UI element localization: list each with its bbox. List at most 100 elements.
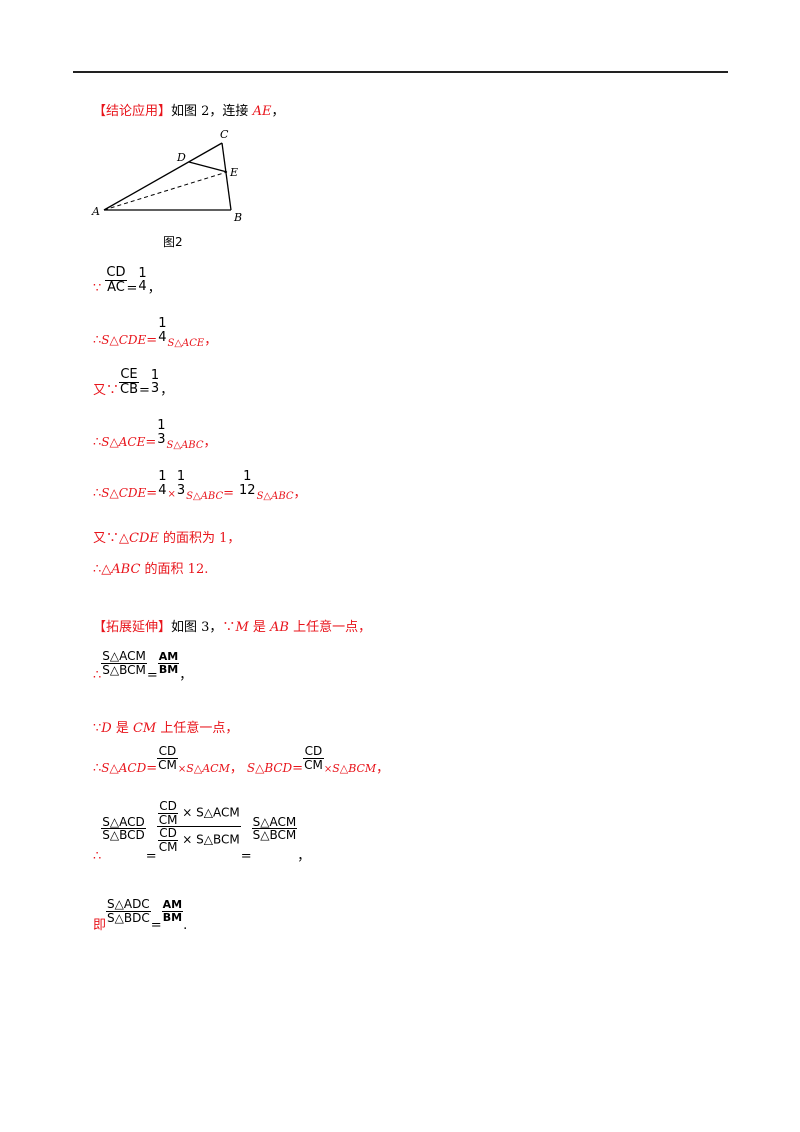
- step-6: 又∵△CDE 的面积为 1，: [93, 527, 240, 546]
- step-4-eq: =: [145, 435, 157, 451]
- step-2-prefix: ∴: [93, 333, 102, 349]
- ext-step-3-prefix: ∴: [93, 760, 102, 776]
- figure-2-triangle: A B C D E: [91, 128, 242, 224]
- step-5-tail: ，: [293, 486, 307, 502]
- ext-step-2-var-cm: CM: [132, 721, 157, 736]
- step-2-lhs: S△CDE: [101, 333, 147, 348]
- label-d: D: [176, 151, 186, 164]
- step-6-prefix: 又∵△: [93, 531, 129, 546]
- ext-step-4-tail: ，: [297, 849, 311, 865]
- section1-head: 【结论应用】: [93, 104, 172, 119]
- label-b: B: [233, 211, 242, 224]
- label-c: C: [220, 128, 229, 141]
- ext-step-3-eq2: =: [292, 760, 304, 776]
- section2-var-m: M: [235, 620, 249, 635]
- section1-heading: 【结论应用】如图 2，连接 AE，: [93, 100, 284, 119]
- ext-step-3-lhs2: S△BCD: [246, 760, 293, 775]
- section2-intro: 如图 3，: [171, 620, 223, 635]
- step-4-rhs: S△ABC: [166, 440, 204, 452]
- ext-step-3-times2: ×: [323, 763, 333, 775]
- segment-ac: [103, 142, 223, 211]
- ext-step-2-var-d: D: [101, 721, 112, 736]
- segment-ae-dashed: [103, 171, 228, 211]
- segment-cb: [221, 142, 232, 211]
- step-5-eq: =: [146, 486, 158, 502]
- step-7-prefix: ∴△: [93, 562, 112, 577]
- step-5-rhs: S△ABC: [256, 491, 294, 503]
- step-5-times: ×: [167, 489, 176, 501]
- section2-mid: 是: [248, 620, 271, 635]
- ext-step-4-btimes2: ×: [182, 832, 193, 847]
- ext-step-4-bnum-s: S△ACM: [196, 805, 240, 820]
- step-6-var: CDE: [129, 531, 159, 546]
- ext-step-5-prefix: 即: [93, 917, 107, 933]
- label-e: E: [229, 166, 238, 179]
- label-a: A: [91, 205, 100, 218]
- step-1-eq: =: [126, 280, 138, 296]
- section2-heading: 【拓展延伸】如图 3，∵M 是 AB 上任意一点，: [93, 616, 371, 635]
- step-2-rhs: S△ACE: [167, 338, 205, 350]
- step-2-tail: ，: [204, 333, 218, 349]
- step-7: ∴△ABC 的面积 12.: [93, 558, 208, 577]
- ext-step-4-bden-s: S△BCM: [196, 832, 240, 847]
- ext-step-3-eq1: =: [146, 760, 158, 776]
- step-6-text: 的面积为 1，: [158, 531, 241, 546]
- section2-tail: 上任意一点，: [288, 620, 372, 635]
- ext-step-5-tail: .: [183, 917, 188, 933]
- step-7-var: ABC: [111, 562, 141, 577]
- section2-head: 【拓展延伸】: [93, 620, 172, 635]
- step-2-eq: =: [146, 333, 158, 349]
- ext-step-1-prefix: ∴: [93, 667, 102, 683]
- ext-step-4-prefix: ∴: [93, 849, 102, 865]
- section2-var-ab: AB: [270, 620, 289, 635]
- ext-step-3-rhs2: S△BCM: [332, 761, 377, 775]
- step-1-prefix: ∵: [93, 280, 102, 296]
- step-3-tail: ，: [160, 382, 174, 398]
- ext-step-2-prefix: ∵: [93, 721, 102, 736]
- step-5-prefix: ∴: [93, 486, 102, 502]
- header-rule: [73, 71, 728, 73]
- ext-step-4-eq: =: [145, 849, 157, 865]
- step-5-lhs: S△CDE: [101, 486, 147, 501]
- step-7-text: 的面积 12.: [140, 562, 209, 577]
- step-1-tail: ，: [147, 280, 161, 296]
- step-4-tail: ，: [203, 435, 217, 451]
- section2-because: ∵: [222, 620, 236, 635]
- segment-de: [188, 161, 228, 173]
- ext-step-1-tail: ，: [179, 667, 193, 683]
- step-5-eq2: =: [223, 486, 235, 502]
- ext-step-5-eq: =: [150, 917, 162, 933]
- ext-step-2-tail: 上任意一点，: [156, 721, 239, 736]
- ext-step-3-rhs1: S△ACM: [186, 761, 230, 775]
- section1-intro: 如图 2，连接: [171, 104, 253, 119]
